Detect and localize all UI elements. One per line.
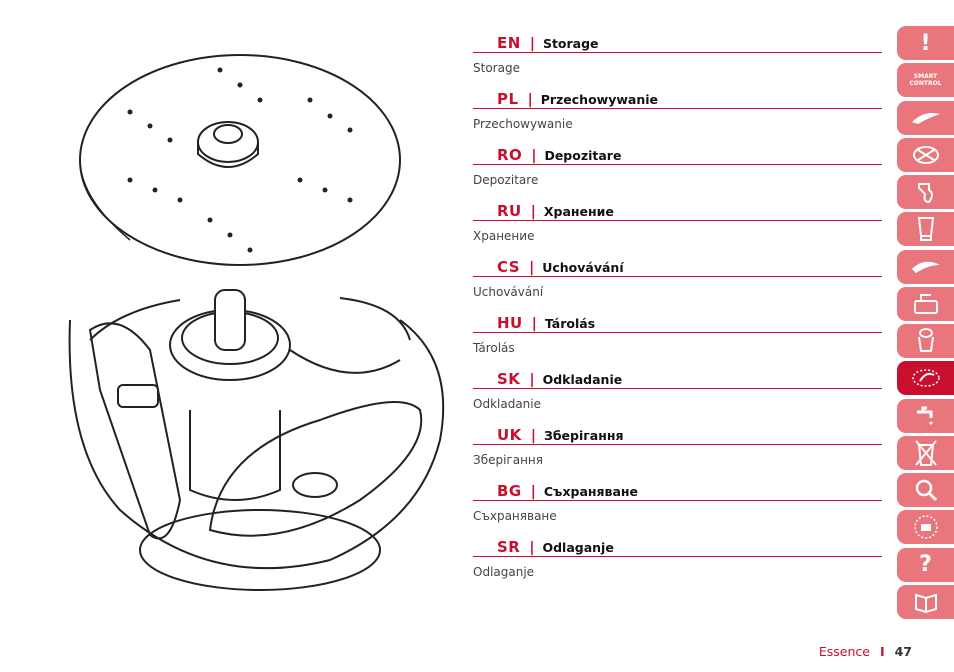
lang-subtitle: Odkladanie — [473, 397, 541, 411]
separator: | — [527, 92, 533, 108]
lang-entry-ro: RO | Depozitare Depozitare — [473, 142, 882, 198]
lang-subtitle: Зберігання — [473, 453, 543, 467]
tab-chopping-blade[interactable] — [897, 249, 954, 284]
recipe-book-icon — [914, 593, 937, 613]
tab-juicer[interactable] — [897, 324, 954, 358]
tab-guarantee[interactable] — [897, 510, 954, 545]
lang-subtitle: Uchovávání — [473, 285, 544, 299]
tab-help[interactable]: ? — [897, 547, 954, 582]
language-list: EN | Storage Storage PL | Przechowywanie Prz… — [473, 30, 882, 590]
lang-subtitle: Odlaganje — [473, 565, 535, 579]
lang-code: BG — [497, 482, 522, 500]
lang-title: Съхраняване — [543, 484, 639, 499]
whisk-disc-icon — [912, 145, 939, 164]
tab-dough-hook[interactable] — [897, 175, 954, 209]
tab-cleaning[interactable] — [897, 398, 954, 433]
separator: | — [529, 260, 535, 276]
lang-title: Хранение — [543, 204, 614, 219]
lang-subtitle: Хранение — [473, 229, 535, 243]
lang-entry-cs: CS | Uchovávání Uchovávání — [473, 254, 882, 310]
tab-whisk-disc[interactable] — [897, 137, 954, 172]
separator: | — [530, 484, 536, 500]
warning-icon: ! — [920, 30, 931, 56]
blade-icon — [911, 112, 940, 124]
disposal-icon — [914, 440, 937, 466]
lang-entry-sk: SK | Odkladanie Odkladanie — [473, 366, 882, 422]
lang-title: Storage — [542, 36, 599, 51]
lang-entry-hu: HU | Tárolás Tárolás — [473, 310, 882, 366]
dough-hook-icon — [917, 183, 933, 204]
separator: | — [529, 36, 535, 52]
lang-code: RO — [497, 146, 523, 164]
lang-entry-uk: UK | Зберігання Зберігання — [473, 422, 882, 478]
lang-code: UK — [497, 426, 522, 444]
lang-entry-bg: BG | Съхраняване Съхраняване — [473, 478, 882, 534]
separator: | — [529, 540, 535, 556]
lang-code: RU — [497, 202, 522, 220]
tab-warnings[interactable]: ! — [897, 26, 954, 60]
section-tabs: ! SMART CONTROL ? — [897, 26, 954, 622]
separator: | — [529, 372, 535, 388]
guarantee-icon — [913, 515, 938, 539]
lang-subtitle: Tárolás — [473, 341, 515, 355]
juicer-icon — [917, 328, 934, 352]
separator: | — [531, 316, 537, 332]
cleaning-tap-icon — [916, 406, 932, 424]
footer-separator: I — [879, 644, 885, 659]
chopping-blade-icon — [911, 261, 940, 273]
lang-title: Uchovávání — [542, 260, 624, 275]
page-number: 47 — [894, 644, 912, 659]
tab-disposal[interactable] — [897, 435, 954, 470]
lang-title: Зберігання — [543, 428, 624, 443]
lang-title: Przechowywanie — [540, 92, 659, 107]
blender-jar-icon — [917, 217, 934, 242]
lang-title: Odlaganje — [542, 540, 614, 555]
smart-control-icon: SMART CONTROL — [909, 73, 942, 88]
lang-entry-en: EN | Storage Storage — [473, 30, 882, 86]
tab-blender-jar[interactable] — [897, 212, 954, 247]
lang-subtitle: Съхраняване — [473, 509, 557, 523]
tab-troubleshooting[interactable] — [897, 473, 954, 507]
brand-name: Essence — [818, 644, 870, 659]
page-footer: Essence I 47 — [819, 644, 912, 659]
tab-grater-disc[interactable] — [897, 286, 954, 321]
lang-entry-sr: SR | Odlaganje Odlaganje — [473, 534, 882, 590]
lang-code: HU — [497, 314, 523, 332]
lang-code: SR — [497, 538, 521, 556]
question-icon: ? — [919, 552, 932, 577]
lang-subtitle: Storage — [473, 61, 520, 75]
grater-disc-icon — [913, 293, 938, 314]
lang-subtitle: Depozitare — [473, 173, 539, 187]
lang-title: Depozitare — [544, 148, 622, 163]
lang-code: SK — [497, 370, 521, 388]
storage-illustration — [68, 54, 445, 591]
lang-code: PL — [497, 90, 519, 108]
separator: | — [530, 204, 536, 220]
separator: | — [530, 428, 536, 444]
tab-blade[interactable] — [897, 100, 954, 135]
magnifier-icon — [915, 479, 937, 502]
separator: | — [531, 148, 537, 164]
storage-icon — [911, 369, 940, 387]
lang-entry-ru: RU | Хранение Хранение — [473, 198, 882, 254]
tab-storage[interactable] — [897, 361, 954, 396]
tab-recipes[interactable] — [897, 584, 954, 619]
lang-title: Odkladanie — [542, 372, 623, 387]
tab-smart-control[interactable]: SMART CONTROL — [897, 63, 954, 98]
lang-title: Tárolás — [544, 316, 596, 331]
lang-code: CS — [497, 258, 521, 276]
lang-entry-pl: PL | Przechowywanie Przechowywanie — [473, 86, 882, 142]
lang-subtitle: Przechowywanie — [473, 117, 573, 131]
lang-code: EN — [497, 34, 521, 52]
